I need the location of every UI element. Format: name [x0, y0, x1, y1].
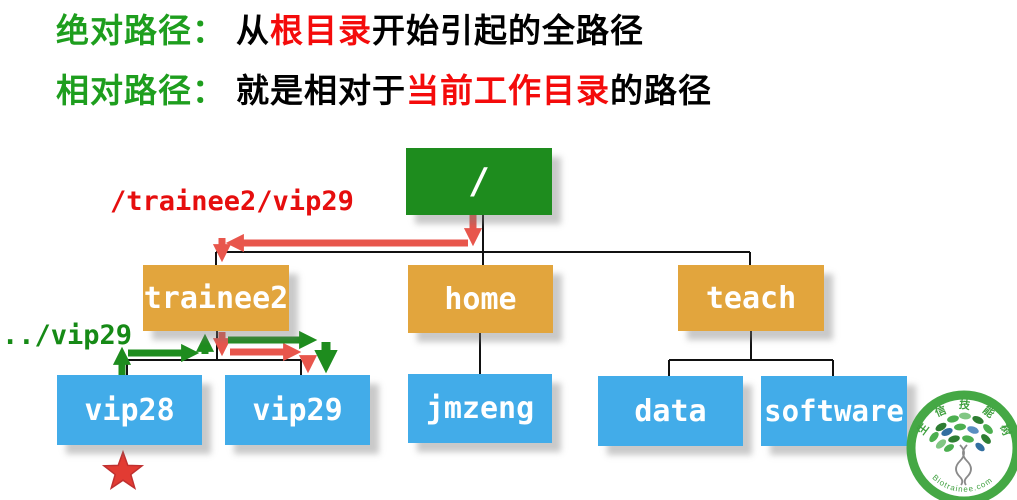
absolute-path-arrows: [212, 215, 483, 374]
definition-absolute-path: 绝对路径： 从根目录开始引起的全路径: [56, 4, 644, 52]
node-vip29: vip29: [225, 375, 370, 445]
definition-text: 就是相对于: [236, 72, 406, 109]
definition-term: 绝对路径：: [56, 12, 226, 49]
definition-text: 的路径: [610, 72, 712, 109]
node-teach: teach: [678, 265, 824, 331]
definition-highlight: 根目录: [270, 12, 372, 49]
node-root: /: [406, 148, 552, 215]
definition-text: 从: [236, 12, 270, 49]
relative-path-label: ../vip29: [2, 320, 133, 351]
node-data: data: [598, 376, 743, 446]
node-trainee2: trainee2: [143, 265, 289, 331]
biotrainee-logo: 生信技能树 Biotrainee.com: [906, 390, 1017, 500]
star-icon: [101, 449, 145, 490]
node-vip28: vip28: [57, 375, 202, 445]
relative-path-arrows: [112, 330, 338, 376]
dna-trunk-icon: [955, 444, 972, 486]
definition-text: 开始引起的全路径: [372, 12, 644, 49]
definition-relative-path: 相对路径： 就是相对于当前工作目录的路径: [56, 64, 712, 112]
node-jmzeng: jmzeng: [408, 374, 552, 443]
node-software: software: [761, 376, 907, 446]
node-home: home: [408, 265, 553, 333]
definition-highlight: 当前工作目录: [406, 72, 610, 109]
absolute-path-label: /trainee2/vip29: [110, 186, 354, 217]
leaf-canopy-icon: [929, 412, 993, 452]
definition-term: 相对路径：: [56, 72, 226, 109]
